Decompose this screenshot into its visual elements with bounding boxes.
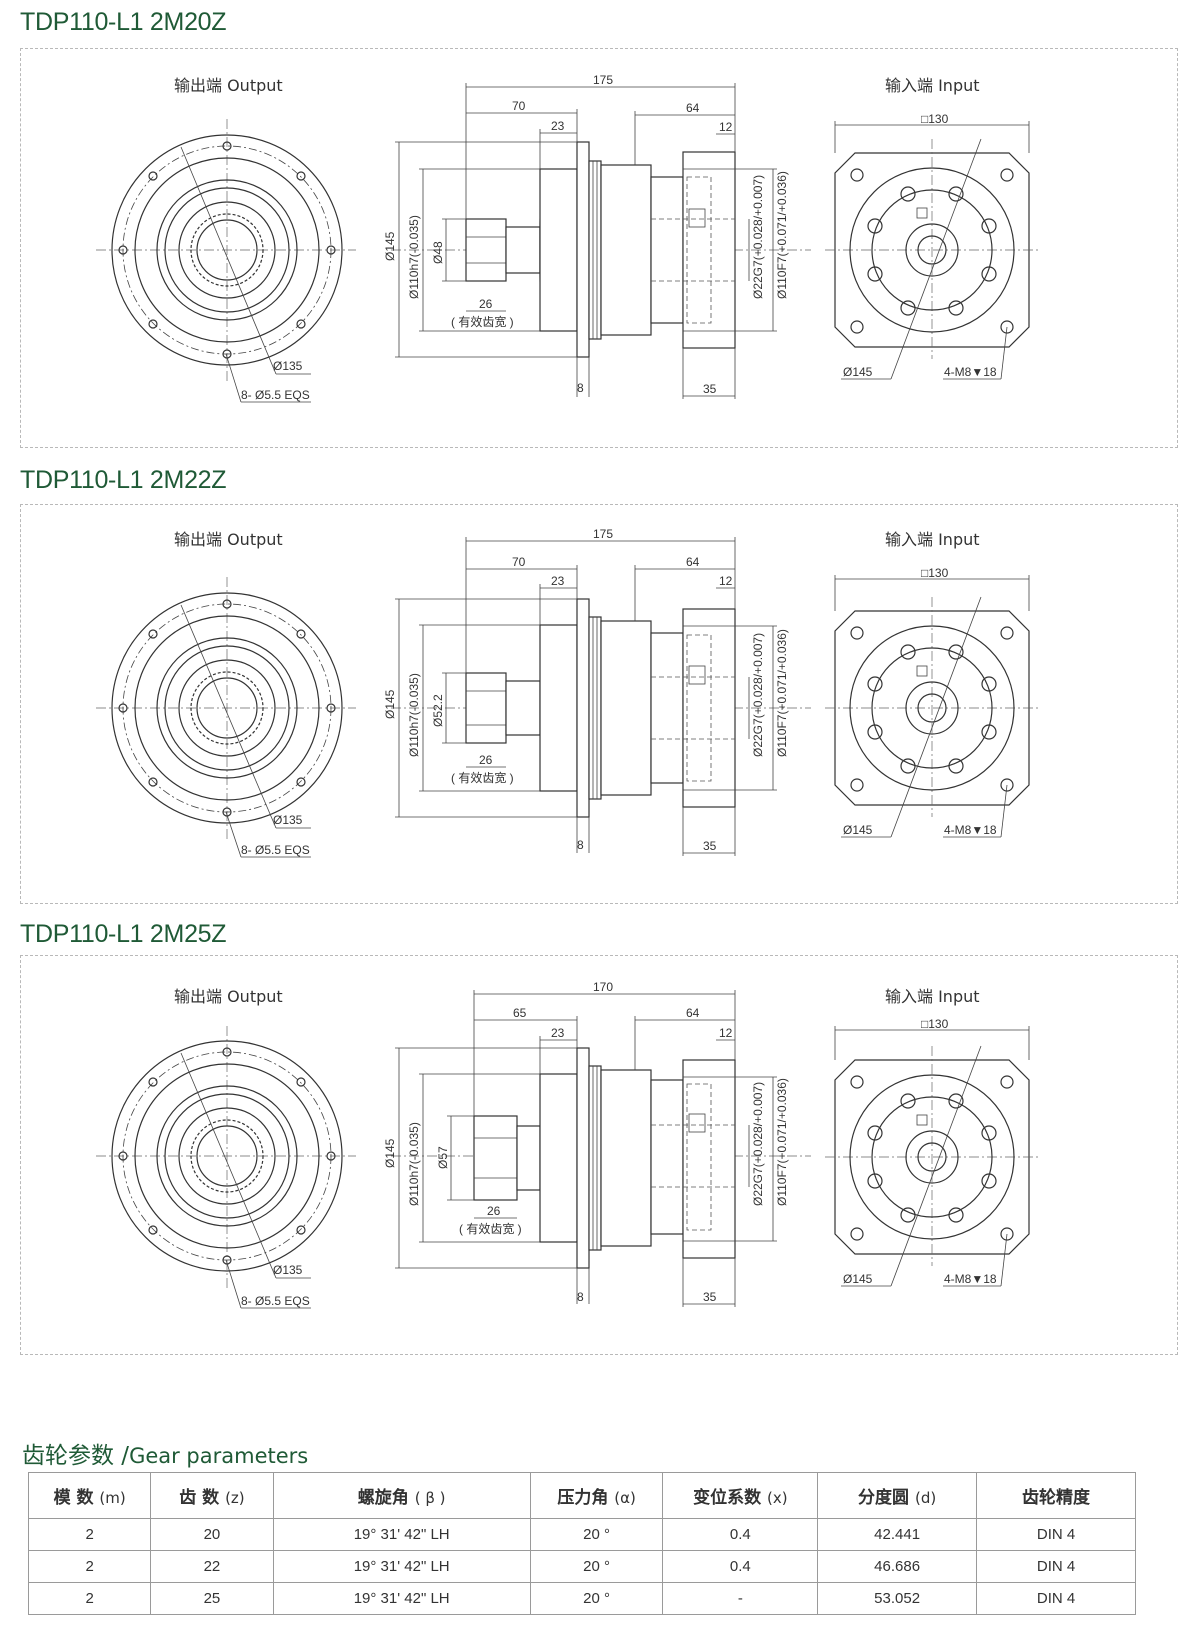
output-view: 输出端 Output Ø135 8- Ø5.5 EQS	[96, 76, 356, 403]
header-teeth: 齿 数 (z)	[150, 1472, 274, 1519]
dim-35: 35	[703, 382, 717, 396]
pcd-dim: Ø135	[273, 813, 303, 827]
input-view: 输入端 Input □130 Ø145 4-M8▼18	[825, 530, 1041, 838]
dim-8: 8	[577, 1290, 584, 1304]
dim-23: 23	[551, 574, 565, 588]
side-view: 175 70 23 64 12 26 ( 有效齿宽 ) 8 35 Ø145 Ø1…	[383, 527, 811, 856]
dim-35: 35	[703, 839, 717, 853]
table-row: 2 20 19° 31' 42" LH 20 ° 0.4 42.441 DIN …	[27, 1518, 1136, 1551]
input-view: 输入端 Input □130 Ø145 4-M8▼18	[825, 76, 1041, 380]
dim-64: 64	[686, 555, 700, 569]
side-view: 170 65 23 64 12 26 ( 有效齿宽 ) 8 35 Ø145 Ø1…	[383, 980, 811, 1307]
dim-id110: Ø110F7(+0.071/+0.036)	[775, 1078, 789, 1206]
dim-gear: Ø52.2	[431, 694, 445, 727]
dim-35: 35	[703, 1290, 717, 1304]
header-module: 模 数 (m)	[27, 1472, 152, 1519]
dim-in145: Ø145	[843, 823, 873, 837]
dim-od145: Ø145	[383, 1138, 397, 1168]
table-row: 2 25 19° 31' 42" LH 20 ° - 53.052 DIN 4	[27, 1582, 1136, 1615]
drawing-svg: 输出端 Output Ø135 8- Ø5.5 EQS	[96, 73, 1041, 403]
header-helix-angle: 螺旋角 ( β )	[272, 1472, 531, 1519]
drawing-svg: 输出端 Output Ø135 8- Ø5.5 EQS	[96, 527, 1041, 858]
dim-id110: Ø110F7(+0.071/+0.036)	[775, 171, 789, 299]
dim-in145: Ø145	[843, 365, 873, 379]
dim-gear: Ø57	[436, 1146, 450, 1169]
dim-flange: 70	[512, 555, 526, 569]
dim-sq130: □130	[921, 566, 949, 580]
output-view: 输出端 Output Ø135 8- Ø5.5 EQS	[96, 987, 356, 1309]
dim-od145: Ø145	[383, 231, 397, 261]
drawing-panel: 输出端 Output Ø135 8- Ø5.5 EQS	[20, 955, 1178, 1355]
dim-id110: Ø110F7(+0.071/+0.036)	[775, 629, 789, 757]
dim-total: 175	[593, 527, 613, 541]
dim-23: 23	[551, 119, 565, 133]
dim-id22: Ø22G7(+0.028/+0.007)	[751, 1082, 765, 1206]
drawing-svg: 输出端 Output Ø135 8- Ø5.5 EQS	[96, 980, 1041, 1309]
gear-params-title: 齿轮参数 /Gear parameters	[22, 1436, 308, 1470]
dim-od110: Ø110h7(-0.035)	[407, 1122, 421, 1206]
header-profile-shift: 变位系数 (x)	[662, 1472, 819, 1519]
tooth-note: ( 有效齿宽 )	[459, 1221, 522, 1236]
dim-taps: 4-M8▼18	[944, 365, 997, 379]
dim-total: 170	[593, 980, 613, 994]
output-view: 输出端 Output Ø135 8- Ø5.5 EQS	[96, 530, 356, 858]
dim-12: 12	[719, 574, 733, 588]
header-pitch-diameter: 分度圆 (d)	[817, 1472, 978, 1519]
dim-gear: Ø48	[431, 241, 445, 264]
dim-23: 23	[551, 1026, 565, 1040]
pcd-dim: Ø135	[273, 1263, 303, 1277]
dim-id22: Ø22G7(+0.028/+0.007)	[751, 175, 765, 299]
header-accuracy: 齿轮精度	[976, 1472, 1136, 1519]
dim-26: 26	[487, 1204, 501, 1218]
holes-dim: 8- Ø5.5 EQS	[241, 843, 310, 857]
dim-total: 175	[593, 73, 613, 87]
drawing-panel: 输出端 Output Ø135 8- Ø5.5 EQS	[20, 504, 1178, 904]
output-label: 输出端 Output	[174, 987, 283, 1006]
pcd-dim: Ø135	[273, 359, 303, 373]
dim-od110: Ø110h7(-0.035)	[407, 673, 421, 757]
tooth-note: ( 有效齿宽 )	[451, 314, 514, 329]
dim-12: 12	[719, 120, 733, 134]
input-label: 输入端 Input	[885, 76, 980, 95]
dim-in145: Ø145	[843, 1272, 873, 1286]
tooth-note: ( 有效齿宽 )	[451, 770, 514, 785]
table-header-row: 模 数 (m) 齿 数 (z) 螺旋角 ( β ) 压力角 (α) 变位系数 (…	[27, 1472, 1136, 1519]
gear-params-title-en: Gear parameters	[129, 1444, 309, 1468]
dim-sq130: □130	[921, 1017, 949, 1031]
output-label: 输出端 Output	[174, 76, 283, 95]
dim-8: 8	[577, 381, 584, 395]
gear-params-table: 模 数 (m) 齿 数 (z) 螺旋角 ( β ) 压力角 (α) 变位系数 (…	[27, 1472, 1136, 1615]
dim-64: 64	[686, 101, 700, 115]
holes-dim: 8- Ø5.5 EQS	[241, 1294, 310, 1308]
dim-od145: Ø145	[383, 689, 397, 719]
input-view: 输入端 Input □130 Ø145 4-M8▼18	[825, 987, 1041, 1287]
model-title: TDP110-L1 2M20Z	[20, 8, 227, 36]
dim-od110: Ø110h7(-0.035)	[407, 215, 421, 299]
dim-flange: 70	[512, 99, 526, 113]
gear-params-title-cn: 齿轮参数 /	[22, 1443, 130, 1469]
input-label: 输入端 Input	[885, 530, 980, 549]
header-pressure-angle: 压力角 (α)	[529, 1472, 664, 1519]
dim-8: 8	[577, 838, 584, 852]
dim-flange: 65	[513, 1006, 527, 1020]
model-title: TDP110-L1 2M22Z	[20, 466, 227, 494]
dim-26: 26	[479, 753, 493, 767]
drawing-panel: 输出端 Output Ø135 8- Ø5.5 EQS	[20, 48, 1178, 448]
dim-64: 64	[686, 1006, 700, 1020]
input-label: 输入端 Input	[885, 987, 980, 1006]
table-row: 2 22 19° 31' 42" LH 20 ° 0.4 46.686 DIN …	[27, 1550, 1136, 1583]
dim-sq130: □130	[921, 112, 949, 126]
dim-taps: 4-M8▼18	[944, 1272, 997, 1286]
output-label: 输出端 Output	[174, 530, 283, 549]
side-view: 175 70 23 64 12 26 ( 有效齿宽 ) 8 35 Ø145 Ø1…	[383, 73, 811, 399]
dim-id22: Ø22G7(+0.028/+0.007)	[751, 633, 765, 757]
dim-taps: 4-M8▼18	[944, 823, 997, 837]
dim-26: 26	[479, 297, 493, 311]
model-title: TDP110-L1 2M25Z	[20, 920, 227, 948]
dim-12: 12	[719, 1026, 733, 1040]
holes-dim: 8- Ø5.5 EQS	[241, 388, 310, 402]
